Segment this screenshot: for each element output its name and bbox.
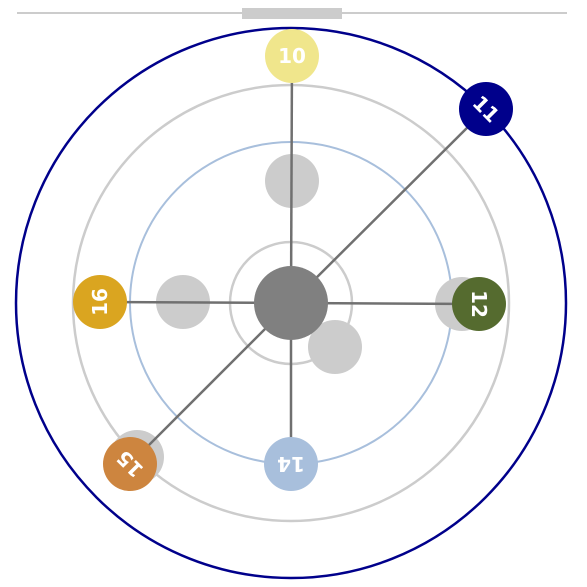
spoke-11 bbox=[290, 108, 487, 304]
center-hub[interactable] bbox=[254, 266, 328, 340]
position-badge-12[interactable]: 12 bbox=[452, 277, 506, 331]
badge-circle bbox=[264, 437, 318, 491]
badge-circle bbox=[452, 277, 506, 331]
outer-ring bbox=[14, 26, 568, 580]
spoke-15 bbox=[129, 302, 292, 465]
badge-circle bbox=[459, 82, 513, 136]
drag-handle-icon[interactable] bbox=[242, 8, 342, 19]
badge-label: 12 bbox=[467, 290, 491, 318]
badge-label: 10 bbox=[278, 44, 306, 68]
badge-circle bbox=[73, 275, 127, 329]
position-badge-16[interactable]: 16 bbox=[73, 275, 127, 329]
badge-label: 14 bbox=[277, 452, 305, 476]
position-badge-10[interactable]: 10 bbox=[265, 29, 319, 83]
position-badge-14[interactable]: 14 bbox=[264, 437, 318, 491]
placeholder-marker[interactable] bbox=[308, 320, 362, 374]
badge-circle bbox=[265, 29, 319, 83]
badge-label: 16 bbox=[88, 288, 112, 316]
position-badge-15[interactable]: 15 bbox=[103, 437, 157, 491]
position-badge-11[interactable]: 11 bbox=[459, 82, 513, 136]
badge-circle bbox=[103, 437, 157, 491]
spoke-10 bbox=[289, 55, 294, 304]
